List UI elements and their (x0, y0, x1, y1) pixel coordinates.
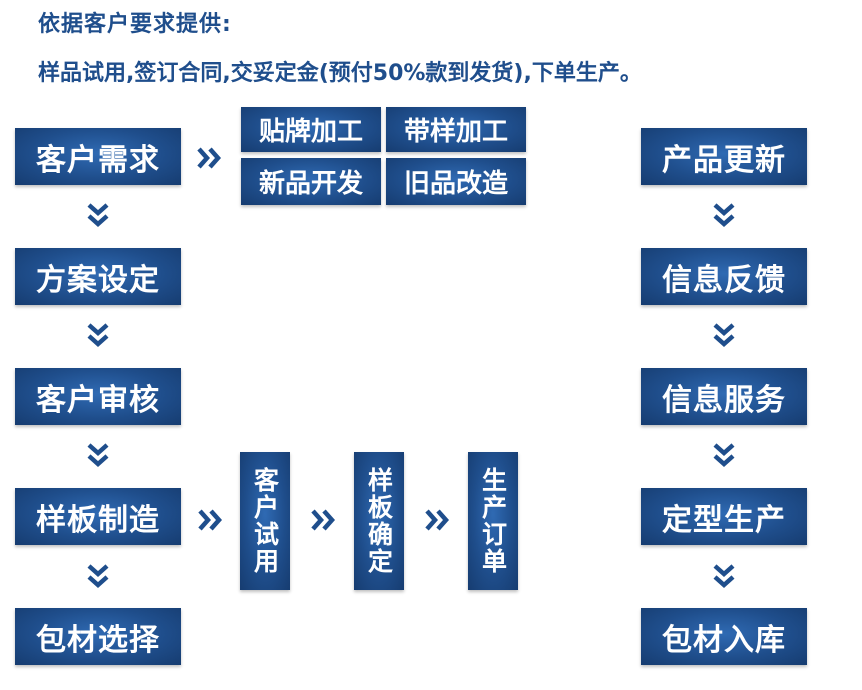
box-packaging-selection: 包材选择 (15, 608, 181, 665)
box-packaging-storage: 包材入库 (641, 608, 807, 665)
double-chevron-right-icon (424, 507, 452, 533)
box-mass-production: 定型生产 (641, 488, 807, 545)
box-sample-confirm: 样板确定 (354, 452, 404, 590)
box-product-update: 产品更新 (641, 128, 807, 185)
double-chevron-down-icon (711, 202, 737, 230)
double-chevron-right-icon (197, 507, 225, 533)
box-sample-making: 样板制造 (15, 488, 181, 545)
double-chevron-down-icon (85, 322, 111, 350)
double-chevron-down-icon (711, 322, 737, 350)
box-customer-trial: 客户试用 (240, 452, 290, 590)
double-chevron-down-icon (711, 442, 737, 470)
double-chevron-down-icon (85, 563, 111, 591)
header-line-2: 样品试用,签订合同,交妥定金(预付50%款到发货),下单生产。 (38, 61, 642, 86)
box-new-product-dev: 新品开发 (241, 158, 381, 205)
box-production-order: 生产订单 (468, 452, 518, 590)
box-info-feedback: 信息反馈 (641, 248, 807, 305)
header-line-1: 依据客户要求提供: (38, 12, 232, 37)
double-chevron-right-icon (196, 145, 224, 171)
box-info-service: 信息服务 (641, 368, 807, 425)
box-sample-processing: 带样加工 (386, 107, 526, 152)
box-customer-review: 客户审核 (15, 368, 181, 425)
double-chevron-right-icon (310, 507, 338, 533)
box-customer-demand: 客户需求 (15, 128, 181, 185)
box-oem-processing: 贴牌加工 (241, 107, 381, 152)
double-chevron-down-icon (85, 442, 111, 470)
double-chevron-down-icon (711, 563, 737, 591)
box-plan-setting: 方案设定 (15, 248, 181, 305)
double-chevron-down-icon (85, 202, 111, 230)
box-old-product-redesign: 旧品改造 (386, 158, 526, 205)
